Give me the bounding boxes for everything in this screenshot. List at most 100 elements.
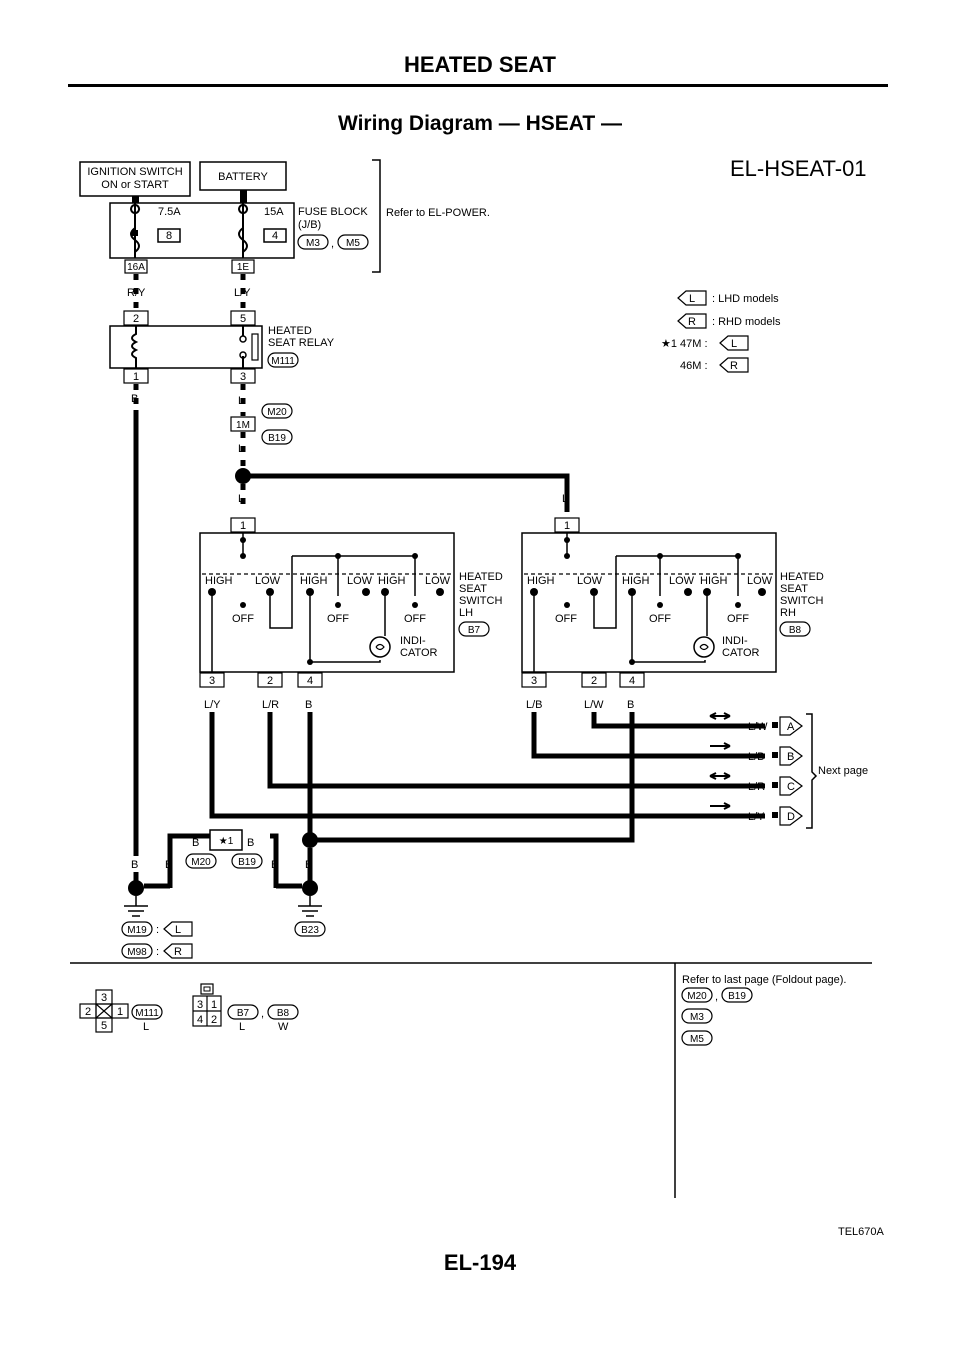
svg-text:M3: M3 bbox=[306, 238, 320, 249]
svg-text:B8: B8 bbox=[789, 625, 802, 636]
svg-text:R/Y: R/Y bbox=[127, 287, 146, 299]
svg-text:HEATED: HEATED bbox=[268, 325, 312, 337]
svg-text:L/W: L/W bbox=[748, 721, 768, 733]
svg-text:L: L bbox=[731, 338, 737, 350]
svg-text:LOW: LOW bbox=[347, 575, 373, 587]
svg-text:,: , bbox=[331, 238, 334, 250]
svg-text:ON or START: ON or START bbox=[101, 179, 169, 191]
svg-text:HIGH: HIGH bbox=[700, 575, 728, 587]
svg-text:4: 4 bbox=[197, 1014, 203, 1026]
svg-text:1: 1 bbox=[211, 999, 217, 1011]
svg-text:HIGH: HIGH bbox=[205, 575, 233, 587]
svg-text:OFF: OFF bbox=[404, 613, 426, 625]
diagram-title: Wiring Diagram — HSEAT — bbox=[337, 112, 623, 135]
svg-text:1: 1 bbox=[240, 520, 246, 532]
svg-text:R: R bbox=[174, 946, 182, 958]
svg-text:1: 1 bbox=[117, 1006, 123, 1018]
svg-text:A: A bbox=[787, 721, 795, 733]
diagram-id: EL-HSEAT-01 bbox=[730, 156, 867, 181]
svg-text:SEAT RELAY: SEAT RELAY bbox=[268, 337, 335, 349]
svg-text:3: 3 bbox=[197, 999, 203, 1011]
harness-wires bbox=[209, 712, 765, 843]
svg-text:CATOR: CATOR bbox=[722, 647, 760, 659]
svg-text:HIGH: HIGH bbox=[622, 575, 650, 587]
svg-text::: : bbox=[156, 924, 159, 936]
svg-text:Refer to last page (Foldout pa: Refer to last page (Foldout page). bbox=[682, 974, 846, 986]
heated-seat-switch-rh: 1 HIGH LOW HIGH LOW HIGH LOW OFF OFF OFF… bbox=[521, 517, 824, 688]
svg-text:: LHD models: : LHD models bbox=[712, 293, 779, 305]
fuse-block: 7.5A 8 15A 4 16A 1E FUSE BLOCK (J/B) M3 … bbox=[109, 202, 369, 274]
svg-text:47M :: 47M : bbox=[680, 338, 708, 350]
svg-text:SWITCH: SWITCH bbox=[780, 595, 823, 607]
svg-text:L/Y: L/Y bbox=[748, 811, 765, 823]
svg-text:★1: ★1 bbox=[219, 836, 234, 847]
battery: BATTERY bbox=[199, 161, 287, 191]
svg-text:L/R: L/R bbox=[262, 699, 279, 711]
svg-text:L/Y: L/Y bbox=[234, 287, 251, 299]
svg-text:L: L bbox=[238, 493, 244, 505]
svg-text:CATOR: CATOR bbox=[400, 647, 438, 659]
svg-text:L/R: L/R bbox=[748, 781, 765, 793]
svg-text:L: L bbox=[143, 1021, 149, 1033]
svg-text:OFF: OFF bbox=[649, 613, 671, 625]
svg-text:SWITCH: SWITCH bbox=[459, 595, 502, 607]
svg-text:4: 4 bbox=[272, 230, 278, 242]
svg-text:L: L bbox=[238, 395, 244, 407]
refer-power: Refer to EL-POWER. bbox=[386, 207, 490, 219]
joint-connector: 1M M20 B19 bbox=[230, 403, 293, 445]
svg-text:B: B bbox=[131, 859, 138, 871]
svg-text:2: 2 bbox=[85, 1006, 91, 1018]
page-number: EL-194 bbox=[443, 1250, 517, 1275]
svg-text:HEATED: HEATED bbox=[780, 571, 824, 583]
svg-text:5: 5 bbox=[101, 1020, 107, 1032]
svg-text:,: , bbox=[715, 991, 718, 1003]
svg-text:8: 8 bbox=[166, 230, 172, 242]
svg-text:M98: M98 bbox=[127, 947, 147, 958]
svg-text:R: R bbox=[730, 360, 738, 372]
svg-text:2: 2 bbox=[133, 313, 139, 325]
svg-text:Next page: Next page bbox=[818, 765, 868, 777]
relay-connector-face: 3 2 1 5 M111 L bbox=[79, 989, 163, 1033]
svg-text:OFF: OFF bbox=[727, 613, 749, 625]
svg-text:HIGH: HIGH bbox=[378, 575, 406, 587]
svg-text:IGNITION SWITCH: IGNITION SWITCH bbox=[87, 166, 182, 178]
svg-text:M3: M3 bbox=[690, 1012, 704, 1023]
svg-text:2: 2 bbox=[267, 675, 273, 687]
svg-text:M111: M111 bbox=[271, 356, 295, 367]
svg-text:M20: M20 bbox=[687, 991, 707, 1002]
svg-text:L/B: L/B bbox=[748, 751, 765, 763]
svg-text:4: 4 bbox=[307, 675, 313, 687]
svg-text:OFF: OFF bbox=[555, 613, 577, 625]
svg-text:W: W bbox=[278, 1021, 289, 1033]
svg-text:B7: B7 bbox=[468, 625, 481, 636]
svg-text:B: B bbox=[627, 699, 634, 711]
svg-text:INDI-: INDI- bbox=[722, 635, 748, 647]
switch-connector-face: 3 1 4 2 B7 , B8 L W bbox=[192, 983, 299, 1033]
svg-text:5: 5 bbox=[240, 313, 246, 325]
svg-text:B19: B19 bbox=[238, 857, 256, 868]
svg-text:B19: B19 bbox=[268, 433, 286, 444]
svg-text:HIGH: HIGH bbox=[300, 575, 328, 587]
svg-text:HEATED: HEATED bbox=[459, 571, 503, 583]
header-rule bbox=[68, 84, 888, 87]
svg-text:B23: B23 bbox=[301, 925, 319, 936]
svg-text:L: L bbox=[689, 293, 695, 305]
svg-text:B: B bbox=[247, 837, 254, 849]
svg-text:SEAT: SEAT bbox=[780, 583, 808, 595]
svg-text:OFF: OFF bbox=[232, 613, 254, 625]
svg-text:D: D bbox=[787, 811, 795, 823]
image-code: TEL670A bbox=[838, 1226, 884, 1238]
svg-text:3: 3 bbox=[531, 675, 537, 687]
svg-text:LH: LH bbox=[459, 607, 473, 619]
svg-text:3: 3 bbox=[209, 675, 215, 687]
svg-text:B: B bbox=[131, 393, 138, 405]
svg-text::: : bbox=[156, 946, 159, 958]
svg-text:: RHD models: : RHD models bbox=[712, 316, 781, 328]
svg-text:L/Y: L/Y bbox=[204, 699, 221, 711]
svg-text:★1: ★1 bbox=[661, 338, 677, 350]
svg-text:M20: M20 bbox=[267, 407, 287, 418]
foldout-reference: Refer to last page (Foldout page). M20 ,… bbox=[681, 974, 846, 1046]
svg-text:46M :: 46M : bbox=[680, 360, 708, 372]
svg-text:RH: RH bbox=[780, 607, 796, 619]
heated-seat-relay: 2 5 1 3 HEATED SEAT RELAY M111 bbox=[109, 310, 335, 384]
